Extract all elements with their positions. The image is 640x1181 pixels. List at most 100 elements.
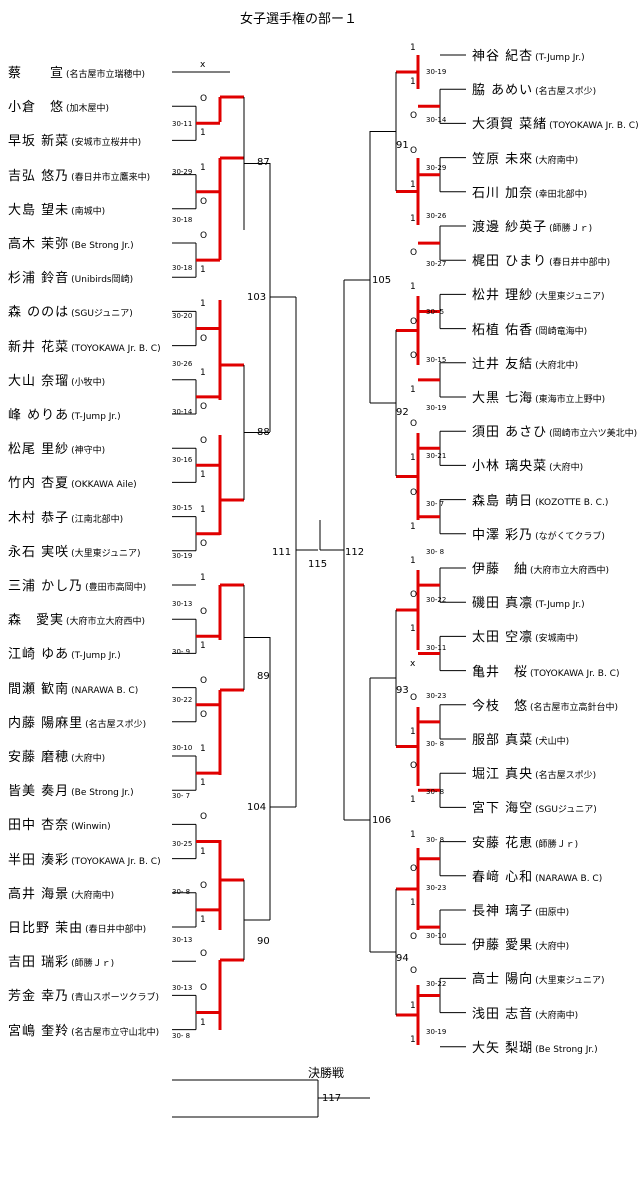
match-score: 30-29 <box>172 168 193 176</box>
result-mark: 1 <box>410 521 416 532</box>
result-mark: 1 <box>200 504 206 515</box>
player-name: 長神 璃子 <box>472 904 534 919</box>
match-score: 30-19 <box>426 1028 447 1036</box>
player-team: (ながくてクラブ) <box>535 531 605 542</box>
player-entry: 石川 加奈(幸田北部中) <box>472 182 587 202</box>
player-team: (江南北部中) <box>71 514 124 525</box>
result-mark: 1 <box>200 573 206 583</box>
match-number: 112 <box>345 547 365 558</box>
player-entry: 三浦 かし乃(豊田市高岡中) <box>8 575 146 595</box>
match-score: 30-20 <box>172 312 193 320</box>
match-number: 88 <box>257 427 270 438</box>
match-score: 30-26 <box>426 212 447 220</box>
player-team: (SGUジュニア) <box>71 309 133 320</box>
player-entry: 高木 茉弥(Be Strong Jr.) <box>8 233 134 253</box>
player-entry: 小倉 悠(加木屋中) <box>8 96 109 116</box>
player-entry: 宮下 海空(SGUジュニア) <box>472 797 597 817</box>
player-team: (師勝Ｊｒ) <box>71 959 115 970</box>
match-score: 30-26 <box>172 360 193 368</box>
player-team: (T-Jump Jr.) <box>535 600 585 611</box>
result-mark: O <box>200 709 208 720</box>
result-mark: 1 <box>200 162 206 173</box>
player-team: (名古屋市立瑞穂中) <box>66 70 146 80</box>
result-mark: 1 <box>200 265 206 276</box>
player-name: 芳金 幸乃 <box>8 989 70 1005</box>
player-team: (師勝Ｊｒ) <box>549 224 593 234</box>
player-name: 浅田 志音 <box>472 1006 534 1022</box>
player-name: 大島 望未 <box>8 202 70 218</box>
player-entry: 伊藤 愛果(大府中) <box>472 934 569 954</box>
player-team: (T-Jump Jr.) <box>535 53 585 63</box>
player-entry: 森 ののは(SGUジュニア) <box>8 301 133 321</box>
player-team: (犬山中) <box>535 737 570 747</box>
player-entry: 浅田 志音(大府南中) <box>472 1003 578 1023</box>
player-name: 太田 空凛 <box>472 630 534 646</box>
result-mark: x <box>410 658 416 669</box>
result-mark: O <box>200 402 208 412</box>
match-score: 30-19 <box>172 552 193 560</box>
player-team: (安城南中) <box>535 634 579 645</box>
player-name: 大須賀 菜緒 <box>472 117 548 133</box>
player-entry: 杉浦 鈴音(Unibirds岡崎) <box>8 267 133 287</box>
player-name: 高井 海景 <box>8 886 70 902</box>
player-name: 春﨑 心和 <box>472 869 534 885</box>
match-score: 30-19 <box>426 404 447 412</box>
player-name: 梶田 ひまり <box>472 254 548 270</box>
result-mark: O <box>410 111 418 122</box>
player-name: 竹内 杏夏 <box>8 476 70 492</box>
player-entry: 磯田 真凛(T-Jump Jr.) <box>472 592 585 612</box>
result-mark: 1 <box>410 179 416 190</box>
player-entry: 大山 奈瑠(小牧中) <box>8 370 105 390</box>
player-name: 間瀬 歓南 <box>8 681 70 697</box>
player-name: 木村 恭子 <box>8 510 70 526</box>
player-team: (Winwin) <box>71 822 111 833</box>
match-score: 30-22 <box>426 980 447 988</box>
match-number: 103 <box>247 292 267 303</box>
result-mark: O <box>200 949 208 960</box>
player-team: (大府南中) <box>535 1010 579 1021</box>
match-score: 30- 8 <box>426 548 445 556</box>
player-name: 皆美 奏月 <box>8 784 70 800</box>
player-entry: 堀江 真央(名古屋スポ少) <box>472 763 596 783</box>
result-mark: O <box>410 419 418 430</box>
player-entry: 半田 湊彩(TOYOKAWA Jr. B. C) <box>8 849 161 869</box>
player-name: 松尾 里紗 <box>8 442 70 458</box>
player-entry: 間瀬 歓南(NARAWA B. C) <box>8 678 138 698</box>
player-name: 森 ののは <box>8 305 70 321</box>
match-score: 30- 8 <box>426 788 445 796</box>
match-score: 30-14 <box>426 116 447 124</box>
result-mark: O <box>200 231 208 241</box>
player-team: (春日井中部中) <box>549 258 611 269</box>
player-team: (青山スポーツクラブ) <box>71 993 159 1004</box>
player-entry: 蔡 宣(名古屋市立瑞穂中) <box>8 62 145 82</box>
player-name: 江崎 ゆあ <box>8 647 70 663</box>
player-name: 石川 加奈 <box>472 185 534 201</box>
player-name: 堀江 真央 <box>472 767 534 783</box>
player-entry: 渡邊 紗英子(師勝Ｊｒ) <box>472 216 592 236</box>
player-entry: 辻井 友結(大府北中) <box>472 353 578 373</box>
player-name: 中澤 彩乃 <box>472 527 534 543</box>
match-score: 30-15 <box>172 504 193 512</box>
player-team: (Unibirds岡崎) <box>71 275 134 286</box>
result-mark: 1 <box>410 624 416 635</box>
player-name: 吉弘 悠乃 <box>8 168 70 184</box>
result-mark: 1 <box>200 470 206 481</box>
result-mark: 1 <box>410 898 416 908</box>
result-mark: O <box>200 675 208 686</box>
result-mark: 1 <box>200 367 206 378</box>
player-team: (T-Jump Jr.) <box>71 651 121 662</box>
player-entry: 吉田 瑞彩(師勝Ｊｒ) <box>8 951 114 971</box>
match-score: 30-10 <box>172 744 193 752</box>
player-team: (名古屋市立高針台中) <box>530 702 619 713</box>
player-entry: 服部 真菜(犬山中) <box>472 729 569 749</box>
match-number: 90 <box>257 936 270 947</box>
match-score: 30-13 <box>172 984 193 992</box>
match-score: 30-21 <box>426 452 447 460</box>
player-team: (春日井中部中) <box>85 925 147 935</box>
match-score: 30-18 <box>172 264 193 272</box>
player-team: (岡崎市立六ツ美北中) <box>549 429 638 440</box>
match-number: 94 <box>396 953 409 964</box>
result-mark: O <box>200 94 208 105</box>
